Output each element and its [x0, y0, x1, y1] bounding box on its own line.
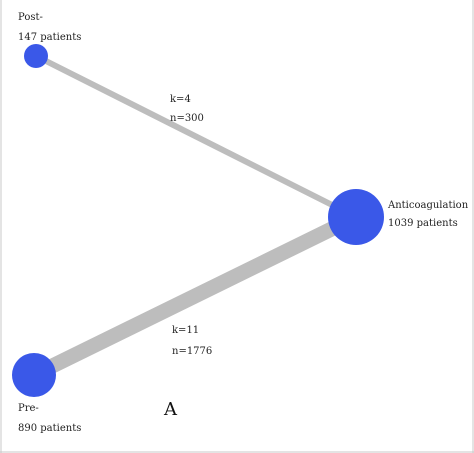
edge-post-anticoagulation-n-label: n=300	[170, 113, 204, 124]
node-pre-subtitle: 890 patients	[18, 423, 81, 434]
edge-pre-anticoagulation-k-label: k=11	[172, 325, 199, 336]
node-post-subtitle: 147 patients	[18, 32, 81, 43]
panel-label: A	[163, 399, 178, 420]
edge-pre-anticoagulation	[26, 209, 364, 383]
node-anticoagulation-title: Anticoagulation	[387, 200, 469, 211]
edge-post-anticoagulation	[33, 53, 359, 220]
node-post-title: Post-	[18, 12, 43, 23]
node-anticoagulation-subtitle: 1039 patients	[388, 218, 458, 229]
node-post	[24, 44, 48, 68]
edge-pre-anticoagulation-n-label: n=1776	[172, 346, 212, 357]
node-pre	[12, 353, 56, 397]
node-anticoagulation	[328, 189, 384, 245]
edge-post-anticoagulation-k-label: k=4	[170, 94, 191, 105]
node-pre-title: Pre-	[18, 403, 39, 414]
